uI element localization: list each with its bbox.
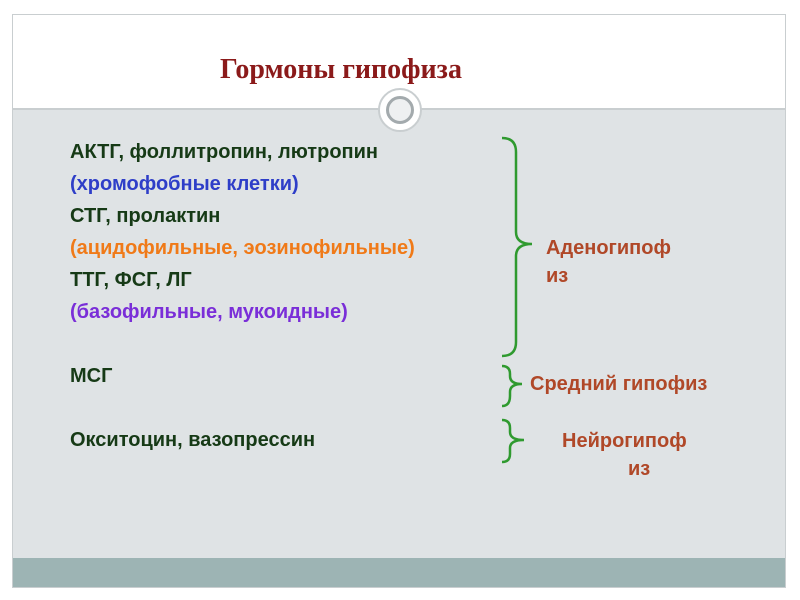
content-area <box>13 110 785 558</box>
ring-ornament-icon <box>378 88 422 132</box>
cell-type-acidophil: (ацидофильные, эозинофильные) <box>70 237 415 259</box>
label-neurohypophysis-line2: из <box>628 458 651 480</box>
label-middle-lobe: Средний гипофиз <box>530 373 708 395</box>
footer-bar <box>13 558 785 587</box>
brace-adenohypophysis <box>501 136 533 358</box>
label-adenohypophysis-line2: из <box>546 265 569 287</box>
slide-frame <box>12 14 786 588</box>
label-neurohypophysis-line1: Нейрогипоф <box>562 430 687 452</box>
ring-inner <box>386 96 414 124</box>
slide-title: Гормоны гипофиза <box>220 54 462 85</box>
hormone-line-stg: СТГ, пролактин <box>70 205 221 227</box>
cell-type-basophil: (базофильные, мукоидные) <box>70 301 348 323</box>
cell-type-chromophobe: (хромофобные клетки) <box>70 173 299 195</box>
hormone-line-ttg: ТТГ, ФСГ, ЛГ <box>70 269 192 291</box>
brace-middle-lobe <box>501 364 523 408</box>
brace-neurohypophysis <box>501 418 525 464</box>
hormone-line-actg: АКТГ, фоллитропин, лютропин <box>70 141 378 163</box>
hormone-line-oxytocin: Окситоцин, вазопрессин <box>70 429 316 451</box>
label-adenohypophysis-line1: Аденогипоф <box>546 237 671 259</box>
hormone-line-msg: МСГ <box>70 365 113 387</box>
